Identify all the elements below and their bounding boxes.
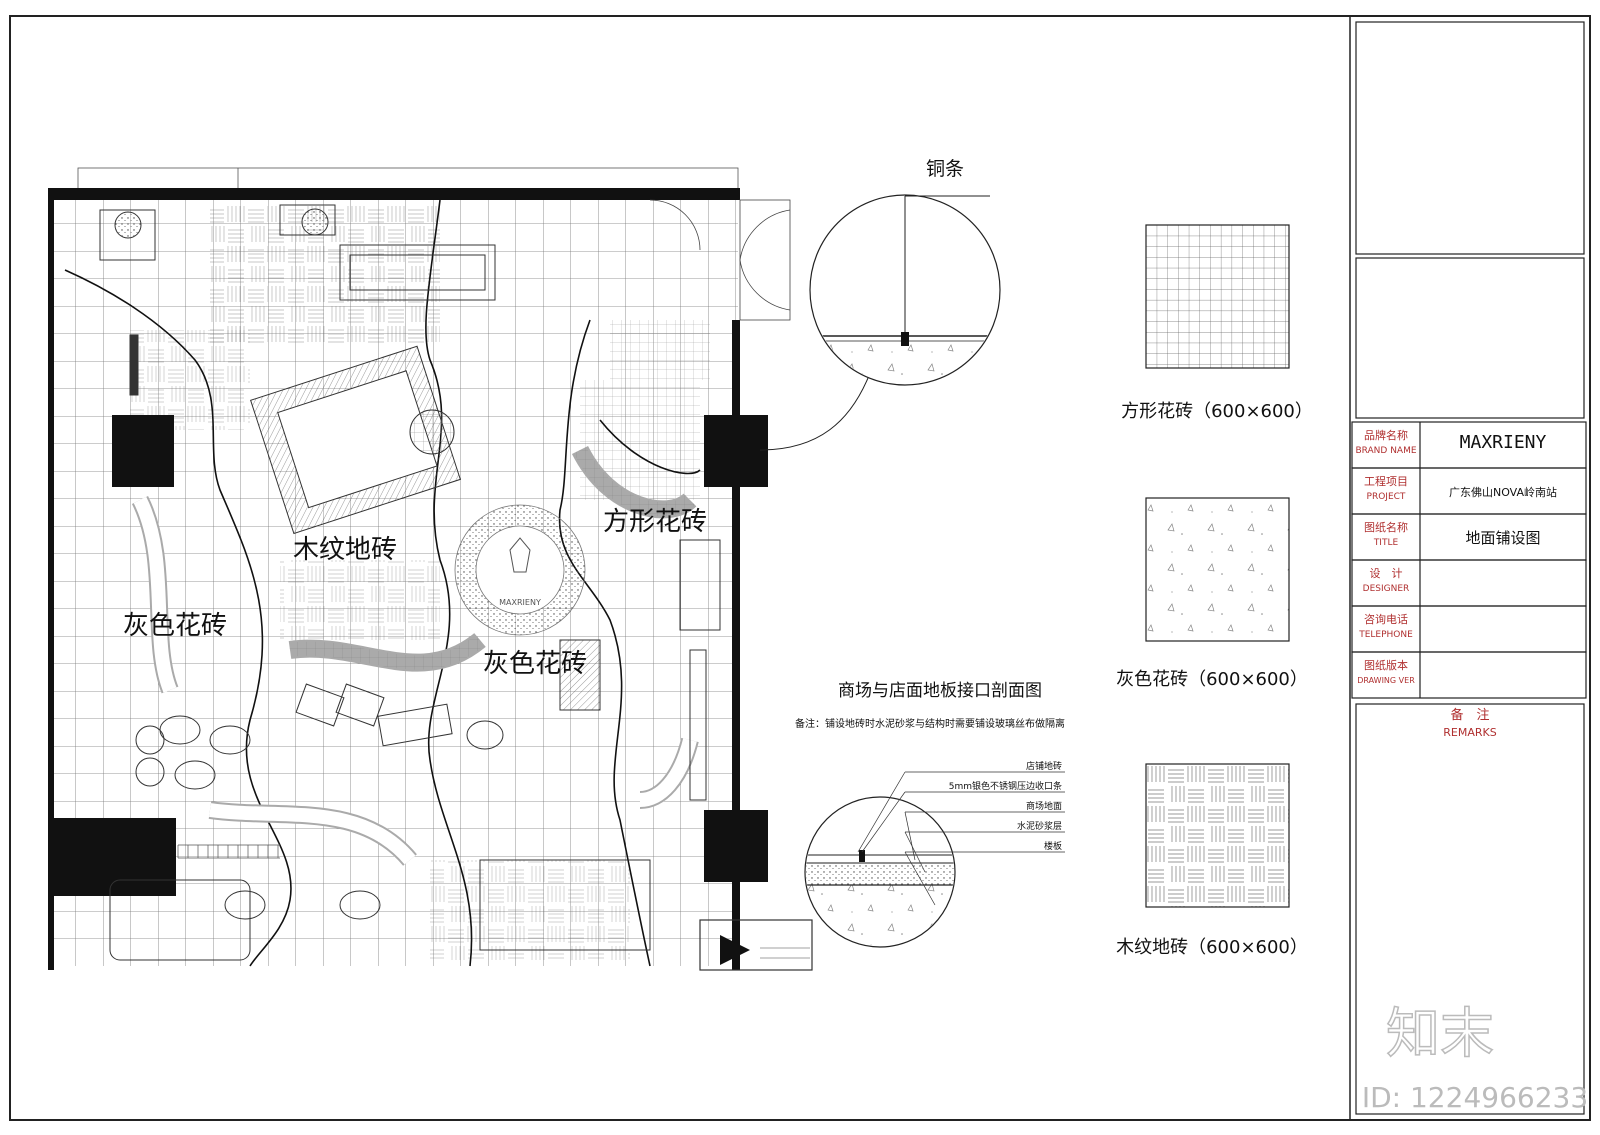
wood-pattern-area-4 <box>430 860 630 960</box>
designer-label-cn: 设 计 <box>1369 567 1403 580</box>
legend-grey-label: 灰色花砖（600×600） <box>1116 669 1308 690</box>
designer-label-en: DESIGNER <box>1362 584 1410 594</box>
brand-label-en: BRAND NAME <box>1355 446 1417 456</box>
zone-label-square: 方形花砖 <box>603 507 707 537</box>
zone-label-grey-center: 灰色花砖 <box>483 649 587 679</box>
swatch-square-tile <box>1145 224 1290 369</box>
legend-square-label: 方形花砖（600×600） <box>1121 401 1313 422</box>
tile-legend: 方形花砖（600×600） 灰色花砖（600×600） 木纹地砖（600×600… <box>1116 224 1313 958</box>
right-wall <box>732 320 740 970</box>
brand-value: MAXRIENY <box>1459 432 1547 453</box>
entrance-door <box>649 199 791 321</box>
remarks-label-cn: 备 注 <box>1450 708 1490 723</box>
zone-label-grey-left: 灰色花砖 <box>123 611 227 641</box>
layer-label: 水泥砂浆层 <box>1017 820 1062 832</box>
project-label-cn: 工程项目 <box>1364 475 1408 488</box>
brand-label-cn: 品牌名称 <box>1364 429 1408 442</box>
layer-label: 店铺地砖 <box>1026 760 1062 772</box>
swatch-wood-tile <box>1145 763 1290 908</box>
wood-pattern-area-3 <box>280 560 440 640</box>
layer-label: 5mm银色不锈钢压边收口条 <box>949 780 1062 792</box>
outer-frame <box>9 15 1591 1121</box>
column <box>704 810 768 882</box>
project-value: 广东佛山NOVA岭南站 <box>1448 486 1558 499</box>
title-value: 地面铺设图 <box>1465 529 1541 547</box>
logo-text: MAXRIENY <box>499 598 541 607</box>
phone-label-cn: 咨询电话 <box>1364 613 1408 626</box>
edge-strip <box>177 844 280 859</box>
section-title: 商场与店面地板接口剖面图 <box>838 681 1042 701</box>
section-note: 备注：铺设地砖时水泥砂浆与结构时需要铺设玻璃丝布做隔离 <box>795 717 1065 730</box>
swatch-grey-tile <box>1145 497 1290 642</box>
copper-strip-label: 铜条 <box>926 158 964 180</box>
column <box>48 818 176 896</box>
column <box>704 415 768 487</box>
version-label-en: DRAWING VER <box>1357 676 1415 685</box>
square-tile-area-2 <box>610 320 710 380</box>
left-wall <box>48 200 54 970</box>
title-label-en: TITLE <box>1373 538 1399 548</box>
watermark-id: ID: 1224966233 <box>1362 1081 1588 1114</box>
zone-label-wood: 木纹地砖 <box>293 535 397 565</box>
wood-pattern-area-2 <box>130 330 250 430</box>
title-block-frames <box>1351 21 1587 1115</box>
remarks-label-en: REMARKS <box>1443 726 1497 739</box>
layer-label: 商场地面 <box>1026 800 1062 812</box>
section-leaders <box>857 771 1065 906</box>
watermark-logo: 知末 <box>1386 1002 1494 1065</box>
project-label-en: PROJECT <box>1366 492 1406 502</box>
top-wall <box>48 188 740 200</box>
legend-wood-label: 木纹地砖（600×600） <box>1116 937 1308 958</box>
floor-plan: MAXRIENY <box>48 167 813 971</box>
column <box>112 415 174 487</box>
phone-label-en: TELEPHONE <box>1359 630 1413 640</box>
version-label-cn: 图纸版本 <box>1364 659 1408 672</box>
section-detail: 商场与店面地板接口剖面图 备注：铺设地砖时水泥砂浆与结构时需要铺设玻璃丝布做隔离… <box>795 681 1065 948</box>
title-label-cn: 图纸名称 <box>1364 521 1408 534</box>
display-furniture <box>99 204 721 961</box>
layer-label: 楼板 <box>1044 840 1062 852</box>
detail-copper-strip: 铜条 <box>759 158 1001 451</box>
center-logo: MAXRIENY <box>454 504 586 636</box>
